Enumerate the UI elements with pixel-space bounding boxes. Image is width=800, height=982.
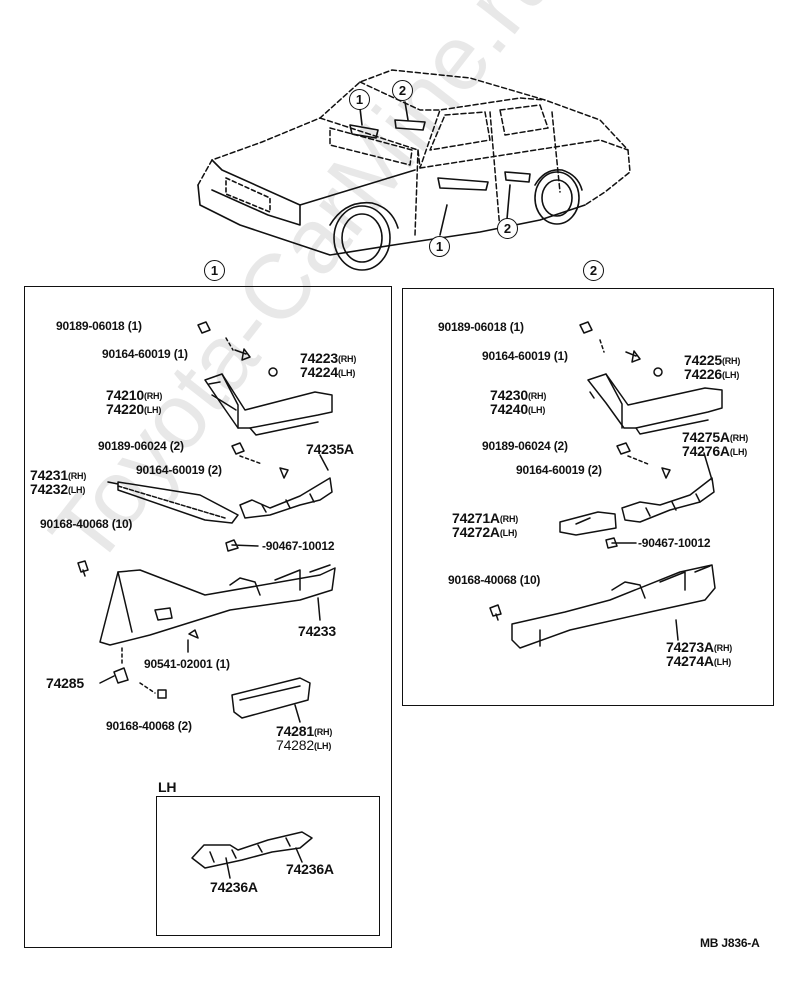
left-panel-frame: [24, 286, 392, 948]
part-label: 90164-60019 (2): [516, 463, 602, 477]
part-label: 74272A(LH): [452, 524, 518, 540]
left-panel-parts: [77, 321, 336, 879]
part-label: 74273A(RH): [666, 639, 733, 655]
callout-2-roof: 2: [392, 80, 413, 101]
part-label: 90168-40068 (10): [40, 517, 133, 531]
part-label: 74226(LH): [684, 366, 740, 382]
part-label: 90168-40068 (10): [448, 573, 541, 587]
part-label: 74271A(RH): [452, 510, 519, 526]
part-label: 74236A: [210, 879, 258, 895]
right-panel-parts: [489, 321, 723, 649]
callout-2-door: 2: [497, 218, 518, 239]
part-label: 74276A(LH): [682, 443, 748, 459]
part-label: 74224(LH): [300, 364, 356, 380]
part-label: 90164-60019 (2): [136, 463, 222, 477]
part-label: 74230(RH): [490, 387, 547, 403]
callout-1-panel: 1: [204, 260, 225, 281]
part-label: 74225(RH): [684, 352, 741, 368]
lh-inset-frame: [156, 796, 380, 936]
callout-2-panel: 2: [583, 260, 604, 281]
part-label: -90467-10012: [638, 536, 711, 550]
part-label: 90189-06024 (2): [482, 439, 568, 453]
part-label: 90189-06018 (1): [56, 319, 142, 333]
part-label: 74240(LH): [490, 401, 546, 417]
part-label: 74231(RH): [30, 467, 87, 483]
part-label: 74220(LH): [106, 401, 162, 417]
part-label: 90541-02001 (1): [144, 657, 230, 671]
part-label: 74233: [298, 623, 336, 639]
part-label: 74236A: [286, 861, 334, 877]
car-illustration: [197, 69, 631, 236]
part-label: 74285: [46, 675, 84, 691]
part-label: 74282(LH): [276, 737, 332, 753]
part-label: 74223(RH): [300, 350, 357, 366]
part-label: 74232(LH): [30, 481, 86, 497]
part-label: 74274A(LH): [666, 653, 732, 669]
part-label: 74281(RH): [276, 723, 333, 739]
part-label: 90164-60019 (1): [102, 347, 188, 361]
inset-title: LH: [158, 779, 177, 795]
part-label: 90189-06024 (2): [98, 439, 184, 453]
part-label: 90189-06018 (1): [438, 320, 524, 334]
part-label: 90168-40068 (2): [106, 719, 192, 733]
right-panel-frame: [402, 288, 774, 706]
part-label: 74235A: [306, 441, 354, 457]
callout-1-roof: 1: [349, 89, 370, 110]
part-label: 90164-60019 (1): [482, 349, 568, 363]
part-label: 74210(RH): [106, 387, 163, 403]
callout-1-door: 1: [429, 236, 450, 257]
part-label: 74275A(RH): [682, 429, 749, 445]
part-label: -90467-10012: [262, 539, 335, 553]
diagram-code: MB J836-A: [700, 936, 760, 950]
